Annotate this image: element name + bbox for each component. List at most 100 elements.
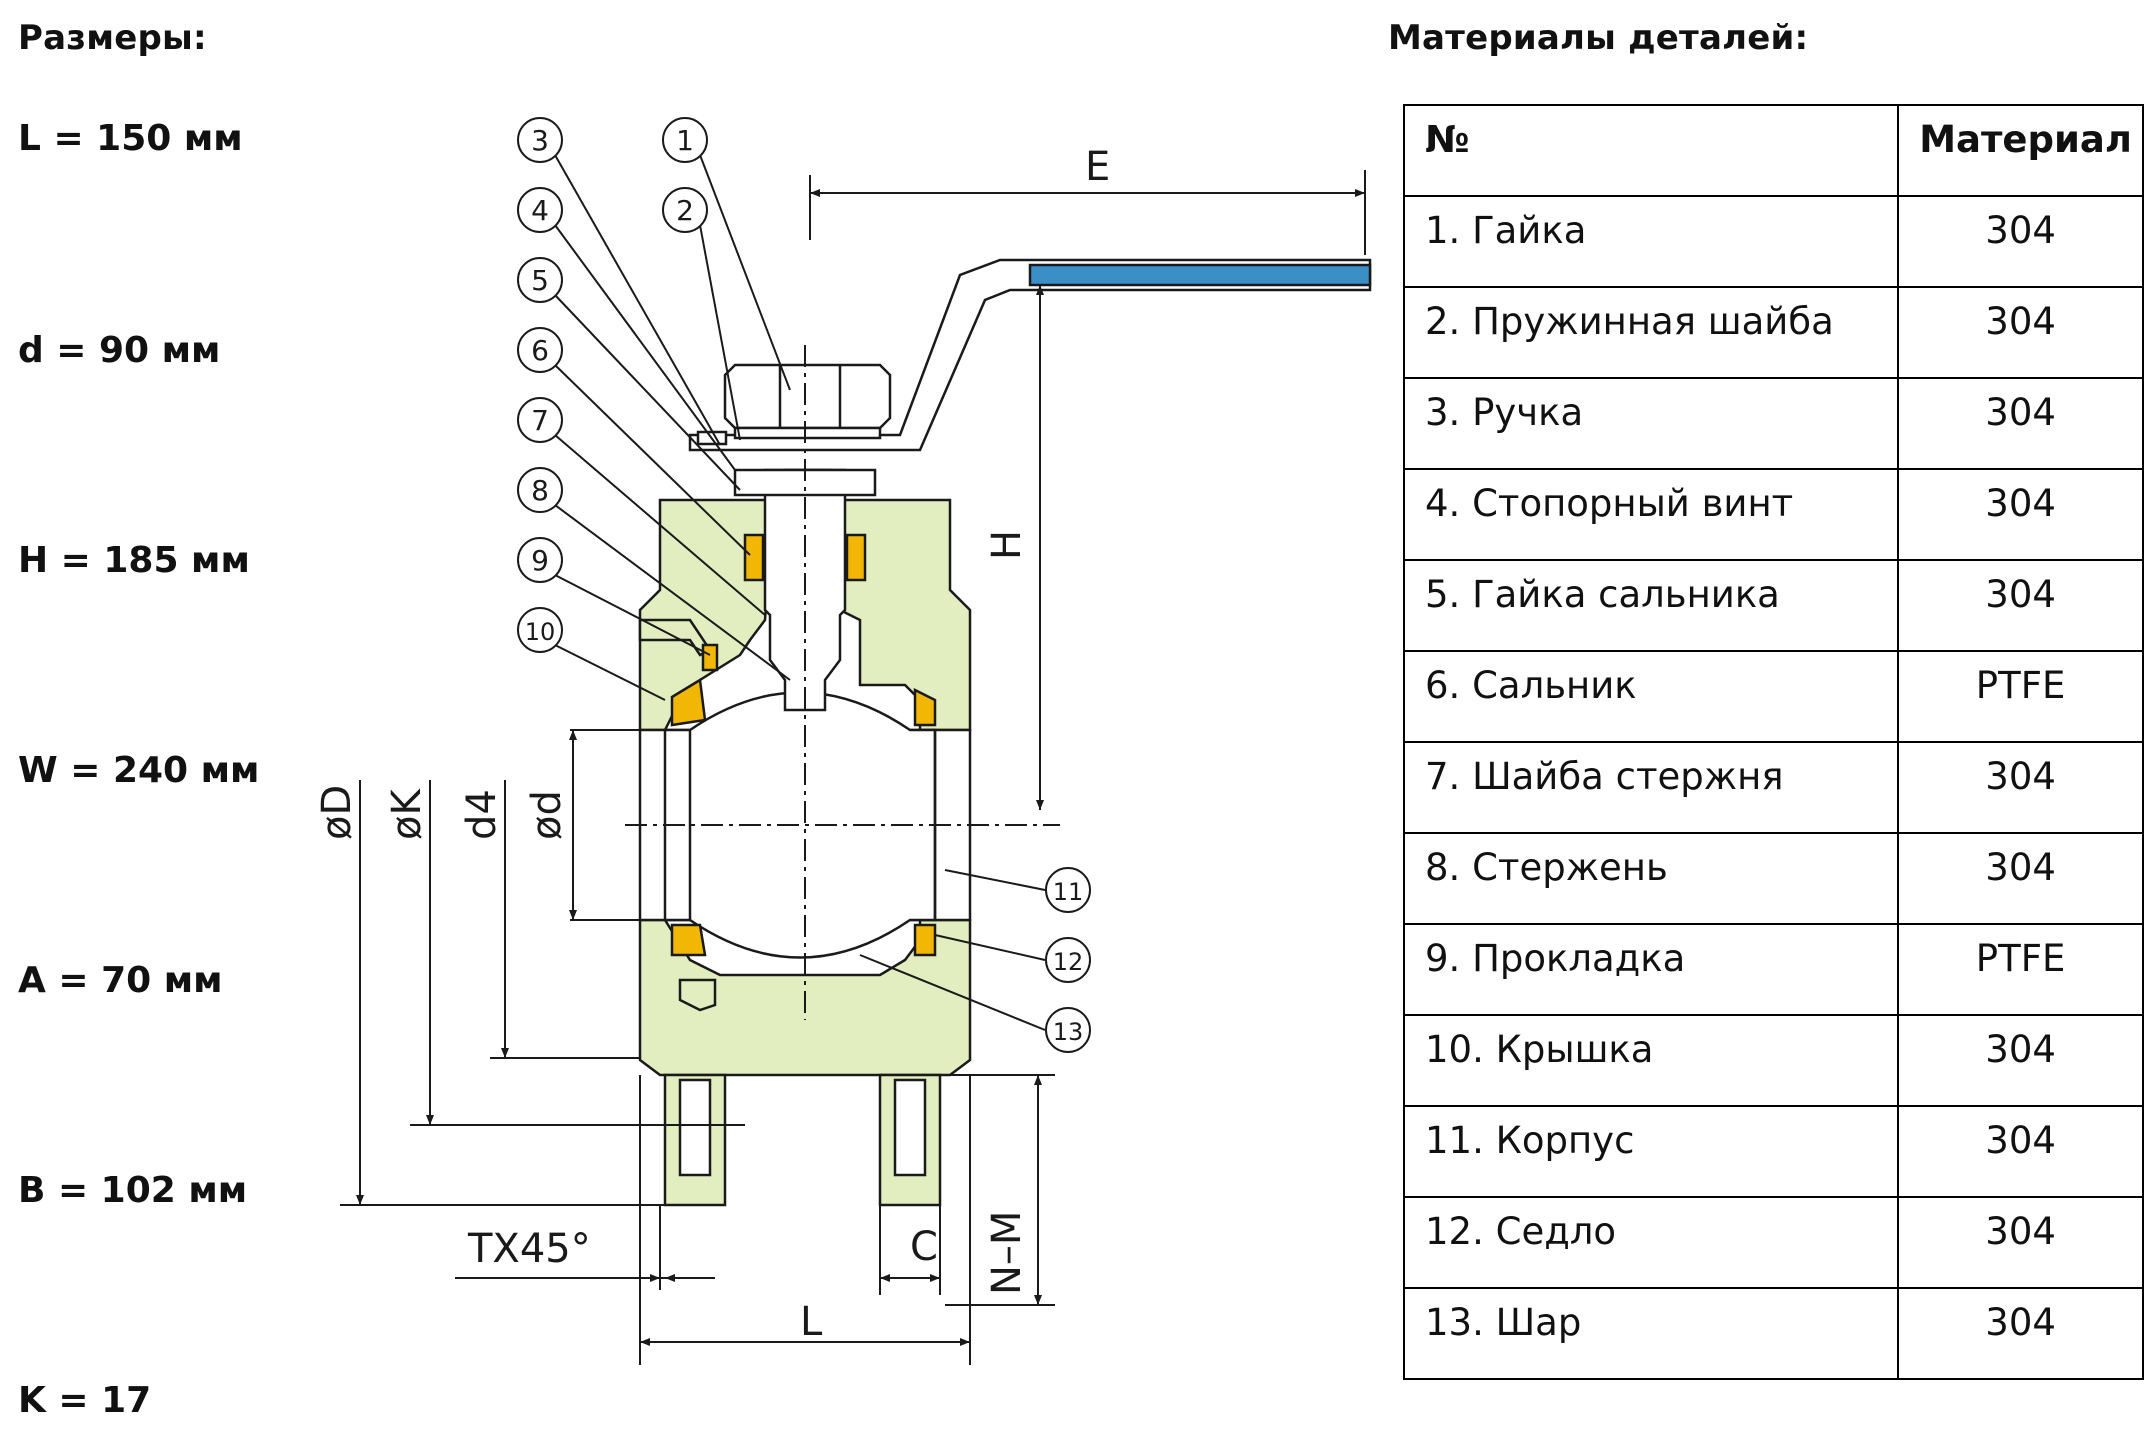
- part-name: 6. Сальник: [1402, 650, 1900, 743]
- center-lines: [625, 345, 1060, 1020]
- materials-heading: Материалы деталей:: [1388, 18, 1809, 58]
- callout-circle-4: [517, 187, 563, 233]
- packing-right: [845, 533, 867, 582]
- callout-label-5: 5: [531, 264, 549, 297]
- part-name: 5. Гайка сальника: [1402, 559, 1900, 652]
- label-d4: d4: [459, 789, 505, 840]
- dimension-B: B = 102 мм: [18, 1170, 248, 1211]
- callout-circle-6: [517, 327, 563, 373]
- dimension-d: d = 90 мм: [18, 330, 221, 371]
- callout-label-7: 7: [531, 404, 549, 437]
- part-name: 2. Пружинная шайба: [1402, 286, 1900, 379]
- callout-label-6: 6: [531, 334, 549, 367]
- valve-drawing: E H L C N–M TX45° øD øK d4 ød 1234567891…: [314, 117, 1372, 1365]
- dimension-A: A = 70 мм: [18, 960, 223, 1001]
- callout-label-4: 4: [531, 194, 549, 227]
- part-name: 9. Прокладка: [1402, 923, 1900, 1016]
- label-TX45: TX45°: [467, 1226, 591, 1272]
- table-header-row: № Материал: [1402, 104, 2144, 197]
- callout-label-12: 12: [1053, 948, 1084, 976]
- dimension-labels: E H L C N–M TX45° øD øK d4 ød: [314, 144, 1110, 1345]
- callout-label-9: 9: [531, 544, 549, 577]
- label-C: C: [910, 1224, 938, 1270]
- part-name: 8. Стержень: [1402, 832, 1900, 925]
- callout-circle-11: [1045, 867, 1091, 913]
- callout-label-2: 2: [676, 194, 694, 227]
- dimension-L: L = 150 мм: [18, 118, 243, 159]
- label-K: øK: [384, 788, 430, 840]
- label-D: øD: [314, 785, 360, 840]
- part-name: 10. Крышка: [1402, 1014, 1900, 1107]
- seat-top-left: [670, 677, 707, 727]
- callout-circle-9: [517, 537, 563, 583]
- part-name: 4. Стопорный винт: [1402, 468, 1900, 561]
- part-name: 1. Гайка: [1402, 195, 1900, 288]
- handle-grip: [1028, 263, 1372, 287]
- header-number: №: [1402, 104, 1900, 197]
- part-material: 304: [1897, 1105, 2144, 1198]
- dimension-H: H = 185 мм: [18, 540, 250, 581]
- part-name: 11. Корпус: [1402, 1105, 1900, 1198]
- ball: [663, 691, 937, 959]
- part-name: 7. Шайба стержня: [1402, 741, 1900, 834]
- callout-circle-1: [662, 117, 708, 163]
- dimensions-heading: Размеры:: [18, 18, 207, 58]
- callout-circle-10: [517, 607, 563, 653]
- part-material: 304: [1897, 377, 2144, 470]
- callout-circle-5: [517, 257, 563, 303]
- callout-circle-3: [517, 117, 563, 163]
- part-material: 304: [1897, 1196, 2144, 1289]
- label-NM: N–M: [984, 1211, 1030, 1295]
- label-d: ød: [524, 790, 570, 840]
- callout-label-10: 10: [525, 618, 556, 646]
- callout-label-1: 1: [676, 124, 694, 157]
- part-material: 304: [1897, 559, 2144, 652]
- callout-circle-7: [517, 397, 563, 443]
- seat-top-right: [913, 687, 937, 727]
- callout-circle-13: [1045, 1007, 1091, 1053]
- dimension-W: W = 240 мм: [18, 750, 260, 791]
- part-material: 304: [1897, 741, 2144, 834]
- part-material: 304: [1897, 832, 2144, 925]
- label-L: L: [800, 1299, 823, 1345]
- label-E: E: [1085, 144, 1110, 190]
- dimension-lines: [340, 170, 1366, 1365]
- dimension-K: K = 17: [18, 1380, 152, 1421]
- seat-bottom-left: [670, 923, 707, 957]
- part-material: 304: [1897, 195, 2144, 288]
- part-material: 304: [1897, 1287, 2144, 1380]
- callout-circle-2: [662, 187, 708, 233]
- part-material: PTFE: [1897, 650, 2144, 743]
- part-name: 12. Седло: [1402, 1196, 1900, 1289]
- seat-bottom-right: [913, 923, 937, 957]
- part-material: 304: [1897, 1014, 2144, 1107]
- callout-leaders: [554, 154, 1046, 1031]
- packing-left: [743, 533, 765, 582]
- callout-circle-8: [517, 467, 563, 513]
- callout-circle-12: [1045, 937, 1091, 983]
- part-name: 3. Ручка: [1402, 377, 1900, 470]
- callout-label-8: 8: [531, 474, 549, 507]
- callout-label-13: 13: [1053, 1018, 1084, 1046]
- label-H: H: [984, 530, 1030, 560]
- part-material: PTFE: [1897, 923, 2144, 1016]
- header-material: Материал: [1897, 104, 2144, 197]
- part-name: 13. Шар: [1402, 1287, 1900, 1380]
- nut: [723, 363, 892, 430]
- valve-section-view: [638, 258, 1372, 1207]
- part-material: 304: [1897, 468, 2144, 561]
